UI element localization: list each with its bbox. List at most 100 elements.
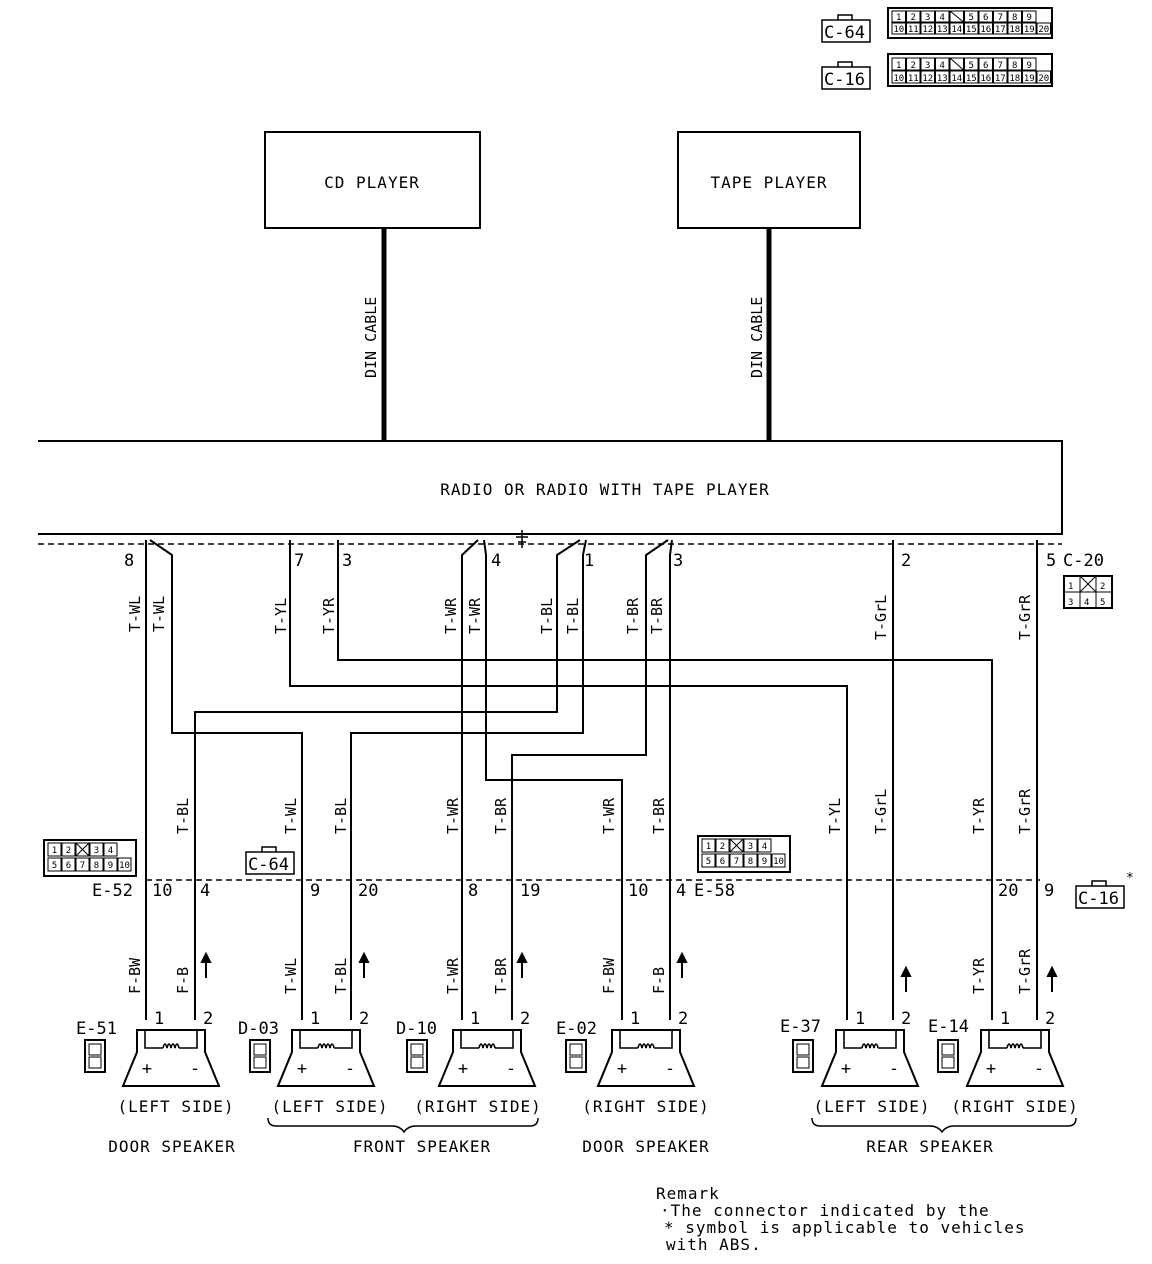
group-label-2: FRONT SPEAKER <box>353 1137 491 1156</box>
c16-pin: 12 <box>922 74 933 84</box>
tape-player-box: TAPE PLAYER <box>677 131 861 229</box>
radio-pin-1: 1 <box>584 551 594 571</box>
remark-line-1: ·The connector indicated by the <box>660 1201 990 1220</box>
c16-junction-id: C-16 <box>1078 889 1119 909</box>
e58-pin: 6 <box>720 857 725 867</box>
svg-text:T-GrR: T-GrR <box>1016 594 1034 640</box>
speaker-plus: + <box>986 1059 996 1079</box>
din-cable-right-label: DIN CABLE <box>748 297 766 378</box>
c64-cell <box>935 22 950 35</box>
remark-title: Remark <box>656 1184 720 1203</box>
c64-cell <box>964 22 979 35</box>
e52-pin: 6 <box>66 861 71 871</box>
c64-junction: C-64 9 20 8 19 <box>245 846 540 901</box>
svg-text:3: 3 <box>1068 598 1073 608</box>
speaker-body <box>438 1029 536 1087</box>
speaker-connector-icon <box>406 1039 428 1073</box>
c16-gap <box>949 57 964 71</box>
svg-text:F-B: F-B <box>174 967 192 994</box>
svg-text:T-BR: T-BR <box>492 957 510 994</box>
c16-legend-label: C-16 <box>824 70 865 90</box>
c64-cell <box>906 10 921 23</box>
c16-pin: 13 <box>937 74 948 84</box>
speaker-pin-1: 1 <box>1000 1009 1010 1029</box>
speaker-id: D-03 <box>238 1019 279 1039</box>
c64-pin: 7 <box>998 13 1003 23</box>
c64-pin: 6 <box>983 13 988 23</box>
svg-text:1: 1 <box>1068 582 1073 592</box>
c16-pin: 8 <box>1012 61 1017 71</box>
c16-cell <box>1022 70 1037 84</box>
speaker-id: E-51 <box>76 1019 117 1039</box>
c20-connector-icon: 1 2 3 4 5 <box>1063 575 1113 609</box>
c64-cell <box>920 22 935 35</box>
radio-connector-pins: 8 7 3 4 1 3 2 5 C-20 1 2 3 4 5 <box>124 551 1113 609</box>
c16-pin: 5 <box>969 61 974 71</box>
c64-pin: 4 <box>940 13 945 23</box>
c64-pin: 9 <box>1027 13 1032 23</box>
c64-pin: 3 <box>925 13 930 23</box>
c64-cell <box>891 10 906 23</box>
e52-pin: 2 <box>66 846 71 856</box>
c64-pin-20: 20 <box>358 881 378 901</box>
svg-text:T-YL: T-YL <box>826 798 844 834</box>
c64-pin: 18 <box>1009 25 1020 35</box>
e52-id: E-52 <box>92 881 133 901</box>
c16-cell <box>920 70 935 84</box>
e52-cell <box>89 857 104 872</box>
c16-cell <box>920 57 935 71</box>
c64-pin: 10 <box>893 25 904 35</box>
svg-text:T-WL: T-WL <box>282 798 300 834</box>
radio-pin-7: 7 <box>294 551 304 571</box>
svg-text:T-WR: T-WR <box>442 597 460 634</box>
wire-labels-middle: T-BL T-WL T-BL T-WR T-BR T-WR T-BR T-YL … <box>174 788 1034 834</box>
remark: Remark ·The connector indicated by the *… <box>656 1184 1025 1254</box>
c16-cell <box>1007 70 1022 84</box>
c64-pin: 2 <box>911 13 916 23</box>
c64-pin: 15 <box>966 25 977 35</box>
speaker-pin-1: 1 <box>630 1009 640 1029</box>
e58-cell <box>715 838 730 853</box>
c16-cell <box>964 70 979 84</box>
e58-pin: 4 <box>762 842 767 852</box>
c16-cell <box>1007 57 1022 71</box>
speaker-plus: + <box>841 1059 851 1079</box>
wire-labels-top: T-WL T-WL T-YL T-YR T-WR T-WR T-BL T-BL … <box>126 594 1034 640</box>
c64-pin: 20 <box>1038 25 1049 35</box>
c16-pin: 14 <box>951 74 962 84</box>
speaker-pin-1: 1 <box>855 1009 865 1029</box>
side-label-6: (RIGHT SIDE) <box>951 1097 1079 1116</box>
e52-pin: 5 <box>52 861 57 871</box>
c16-pin: 16 <box>980 74 991 84</box>
group-label-3: DOOR SPEAKER <box>582 1137 710 1156</box>
c16-cell <box>949 70 964 84</box>
speaker-id: E-14 <box>928 1017 969 1037</box>
e58-cell <box>729 838 744 853</box>
e58-pin: 3 <box>748 842 753 852</box>
e58-cell <box>729 853 744 868</box>
group-labels: DOOR SPEAKER FRONT SPEAKER DOOR SPEAKER … <box>108 1137 993 1156</box>
speaker-pin-2: 2 <box>203 1009 213 1029</box>
direction-arrows <box>200 951 1058 992</box>
svg-text:T-YR: T-YR <box>320 597 338 634</box>
e58-cell <box>701 853 716 868</box>
side-labels: (LEFT SIDE) (LEFT SIDE) (RIGHT SIDE) (RI… <box>118 1097 1079 1116</box>
svg-text:T-WL: T-WL <box>150 596 168 632</box>
speaker-pin-2: 2 <box>901 1009 911 1029</box>
din-cable-left: DIN CABLE <box>362 228 387 442</box>
c64-pin: 19 <box>1024 25 1035 35</box>
side-label-1: (LEFT SIDE) <box>118 1097 235 1116</box>
tape-player-label: TAPE PLAYER <box>711 173 828 192</box>
speaker-id: E-02 <box>556 1019 597 1039</box>
speaker-plus: + <box>297 1059 307 1079</box>
c64-pin-9: 9 <box>310 881 320 901</box>
e58-pin: 9 <box>762 857 767 867</box>
c64-cell <box>1022 22 1037 35</box>
